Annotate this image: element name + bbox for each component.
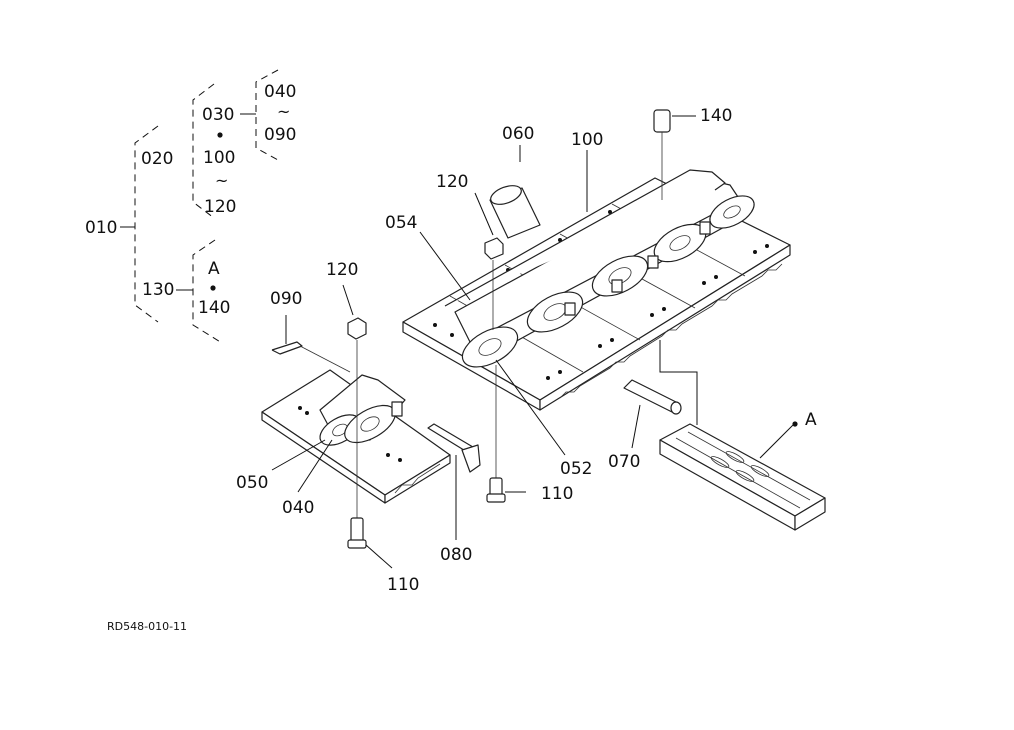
assembly-tree: 010 020 130 030 100 ~ 120 040 ~ 090 A 14…	[85, 69, 296, 344]
leader-052	[495, 359, 566, 456]
label-100-tree: 100	[203, 148, 235, 168]
part-110-bolt-center	[486, 365, 526, 503]
label-020: 020	[141, 149, 173, 169]
label-140-tree: 140	[198, 298, 230, 318]
part-070-pin	[623, 379, 682, 449]
label-030: 030	[202, 105, 234, 125]
part-120-nut-lower	[342, 284, 367, 518]
label-120-upper: 120	[436, 172, 468, 192]
leader-054	[419, 231, 471, 301]
label-052: 052	[560, 459, 592, 479]
label-110-center: 110	[541, 484, 573, 504]
label-120-lower: 120	[326, 260, 358, 280]
leader-050	[271, 439, 326, 471]
part-A-pad	[659, 340, 826, 531]
label-140: 140	[700, 106, 732, 126]
label-120-tree: 120	[204, 197, 236, 217]
part-120-nut-upper	[474, 192, 504, 330]
label-054: 054	[385, 213, 417, 233]
tilde-2: ~	[277, 102, 290, 121]
label-090-tree: 090	[264, 125, 296, 145]
part-060-bushing	[489, 145, 541, 239]
part-110-bolt-lower	[347, 517, 393, 569]
label-040: 040	[282, 498, 314, 518]
label-050: 050	[236, 473, 268, 493]
label-040-tree: 040	[264, 82, 296, 102]
label-110-lower: 110	[387, 575, 419, 595]
leader-040	[297, 439, 333, 493]
label-090: 090	[270, 289, 302, 309]
label-130: 130	[142, 280, 174, 300]
label-A-tree: A	[208, 259, 220, 279]
label-010: 010	[85, 218, 117, 238]
label-060: 060	[502, 124, 534, 144]
part-090-clip	[271, 315, 351, 373]
label-A: A	[805, 410, 817, 430]
label-070: 070	[608, 452, 640, 472]
reference-code: RD548-010-11	[107, 620, 187, 633]
label-100: 100	[571, 130, 603, 150]
tilde-1: ~	[215, 171, 228, 190]
left-sub-assembly	[261, 369, 481, 540]
track-assembly	[402, 169, 791, 411]
callouts: 060 100 140 120 054 120 090 A 070 052 05…	[236, 106, 817, 595]
label-080: 080	[440, 545, 472, 565]
part-140-bolt	[653, 109, 696, 200]
